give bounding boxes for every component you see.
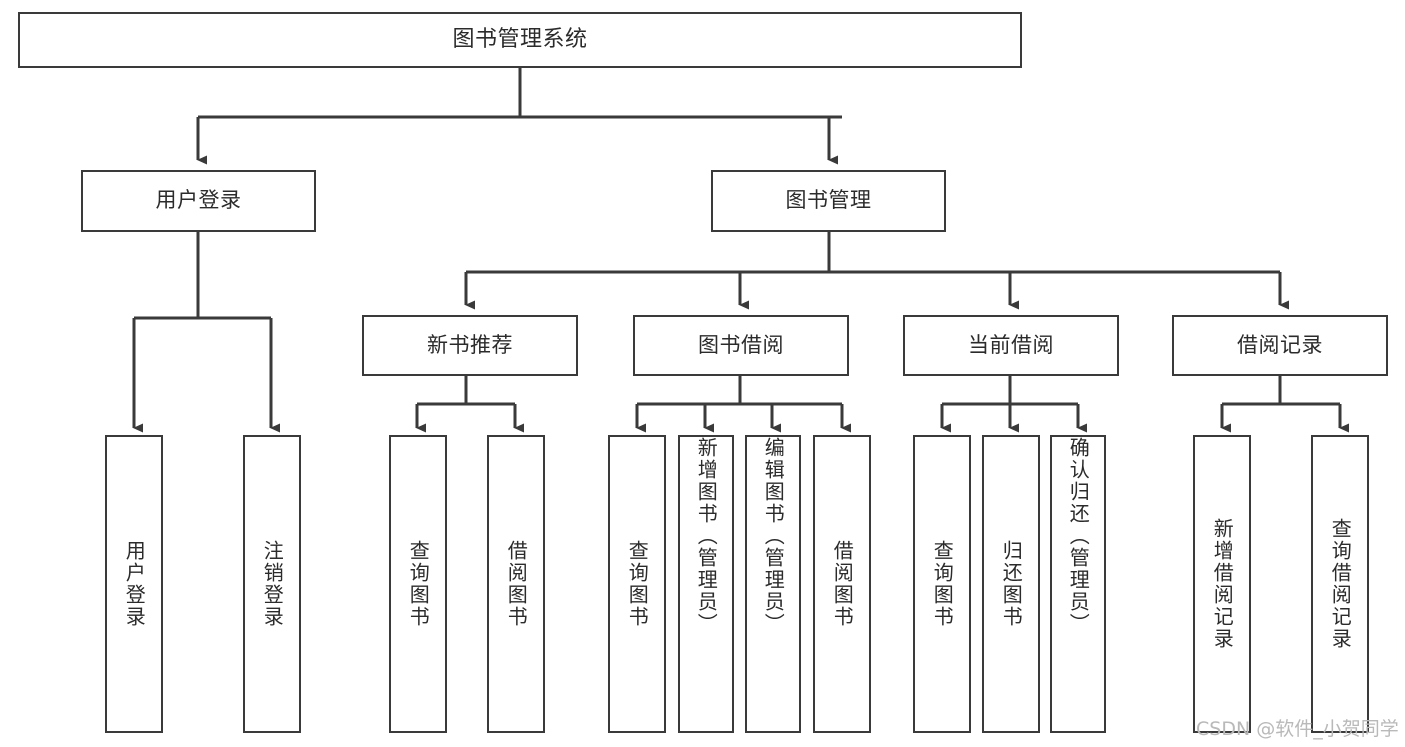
leaf-book-borrow-borrow-label: 借阅图书 (830, 540, 855, 628)
leaf-borrow-record-query-label: 查询借阅记录 (1328, 518, 1353, 650)
leaf-book-borrow-edit-label: 编辑图书（管理员） (761, 437, 786, 635)
leaf-user-login-login[interactable]: 用户登录 (105, 435, 163, 733)
leaf-current-borrow-return[interactable]: 归还图书 (982, 435, 1040, 733)
leaf-current-borrow-confirm-label: 确认归还（管理员） (1066, 437, 1091, 635)
leaf-book-borrow-add[interactable]: 新增图书（管理员） (678, 435, 734, 733)
leaf-new-book-borrow[interactable]: 借阅图书 (487, 435, 545, 733)
leaf-new-book-borrow-label: 借阅图书 (504, 540, 529, 628)
node-book-management-label: 图书管理 (785, 188, 872, 213)
node-root-system[interactable]: 图书管理系统 (18, 12, 1022, 68)
node-new-book-recommend[interactable]: 新书推荐 (362, 315, 578, 376)
node-user-login-label: 用户登录 (155, 188, 242, 213)
leaf-borrow-record-query[interactable]: 查询借阅记录 (1311, 435, 1369, 733)
leaf-current-borrow-confirm[interactable]: 确认归还（管理员） (1050, 435, 1106, 733)
node-book-borrow[interactable]: 图书借阅 (633, 315, 849, 376)
leaf-book-borrow-query[interactable]: 查询图书 (608, 435, 666, 733)
leaf-current-borrow-query-label: 查询图书 (930, 540, 955, 628)
leaf-book-borrow-query-label: 查询图书 (625, 540, 650, 628)
csdn-watermark: CSDN @软件_小贺同学 (1196, 718, 1399, 740)
node-book-borrow-label: 图书借阅 (698, 332, 784, 357)
node-user-login[interactable]: 用户登录 (81, 170, 316, 232)
leaf-borrow-record-add[interactable]: 新增借阅记录 (1193, 435, 1251, 733)
leaf-user-login-login-label: 用户登录 (122, 540, 147, 628)
node-borrow-record[interactable]: 借阅记录 (1172, 315, 1388, 376)
node-book-management[interactable]: 图书管理 (711, 170, 946, 232)
leaf-user-login-logout[interactable]: 注销登录 (243, 435, 301, 733)
leaf-current-borrow-return-label: 归还图书 (999, 540, 1024, 628)
leaf-book-borrow-edit[interactable]: 编辑图书（管理员） (745, 435, 801, 733)
leaf-user-login-logout-label: 注销登录 (260, 540, 285, 628)
node-current-borrow[interactable]: 当前借阅 (903, 315, 1119, 376)
node-borrow-record-label: 借阅记录 (1237, 332, 1323, 357)
leaf-book-borrow-borrow[interactable]: 借阅图书 (813, 435, 871, 733)
leaf-new-book-query[interactable]: 查询图书 (389, 435, 447, 733)
node-current-borrow-label: 当前借阅 (968, 332, 1054, 357)
leaf-current-borrow-query[interactable]: 查询图书 (913, 435, 971, 733)
leaf-book-borrow-add-label: 新增图书（管理员） (694, 437, 719, 635)
leaf-borrow-record-add-label: 新增借阅记录 (1210, 518, 1235, 650)
leaf-new-book-query-label: 查询图书 (406, 540, 431, 628)
node-new-book-recommend-label: 新书推荐 (427, 332, 513, 357)
node-root-system-label: 图书管理系统 (452, 26, 588, 52)
